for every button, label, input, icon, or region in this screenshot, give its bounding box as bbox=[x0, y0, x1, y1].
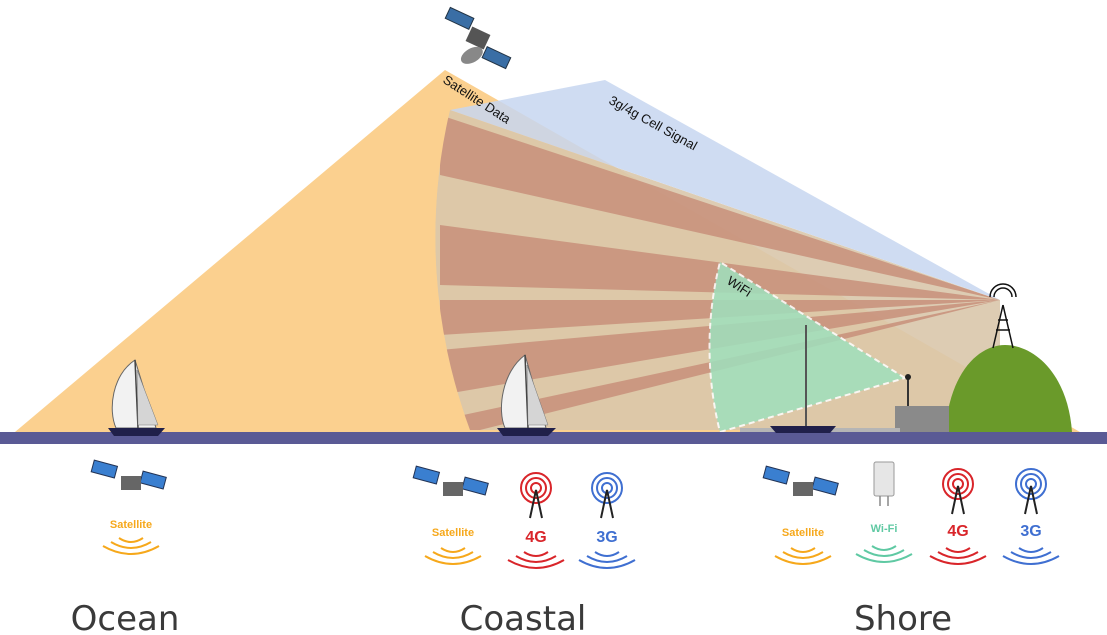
ocean-satellite-icon-label: Satellite bbox=[110, 519, 152, 531]
shore-wifi-icon: Wi-Fi bbox=[855, 461, 913, 563]
shore-satellite-icon: Satellite bbox=[762, 465, 839, 565]
sea-surface bbox=[0, 432, 1107, 444]
zone-label-shore: Shore bbox=[854, 599, 952, 635]
coastal-4g-icon-label: 4G bbox=[525, 529, 546, 546]
shore-satellite-icon-label: Satellite bbox=[782, 527, 824, 539]
shore-3g-icon: 3G bbox=[1002, 468, 1060, 565]
hill bbox=[945, 345, 1072, 432]
coastal-satellite-icon-label: Satellite bbox=[432, 527, 474, 539]
coastal-3g-icon-label: 3G bbox=[596, 529, 617, 546]
zone-label-coastal: Coastal bbox=[460, 599, 587, 635]
cell-tower-icon bbox=[989, 283, 1017, 349]
shore-4g-icon: 4G bbox=[929, 468, 987, 565]
ocean-satellite-icon: Satellite bbox=[90, 459, 167, 555]
cell-signal-beam bbox=[450, 80, 1000, 300]
shore-wifi-icon-label: Wi-Fi bbox=[871, 523, 898, 535]
coastal-3g-icon: 3G bbox=[578, 472, 636, 569]
shore-3g-icon-label: 3G bbox=[1020, 523, 1041, 540]
shore-building bbox=[895, 406, 949, 432]
wifi-beam bbox=[708, 260, 908, 434]
coastal-4g-icon: 4G bbox=[507, 472, 565, 569]
sailboat-coastal bbox=[497, 354, 556, 436]
shore-antenna-tip bbox=[905, 374, 911, 380]
zone-label-ocean: Ocean bbox=[71, 599, 180, 635]
coastal-satellite-icon: Satellite bbox=[412, 465, 489, 565]
satellite-icon bbox=[444, 6, 512, 70]
docked-boat bbox=[770, 325, 836, 433]
sailboat-ocean bbox=[108, 359, 165, 436]
shore-4g-icon-label: 4G bbox=[947, 523, 968, 540]
